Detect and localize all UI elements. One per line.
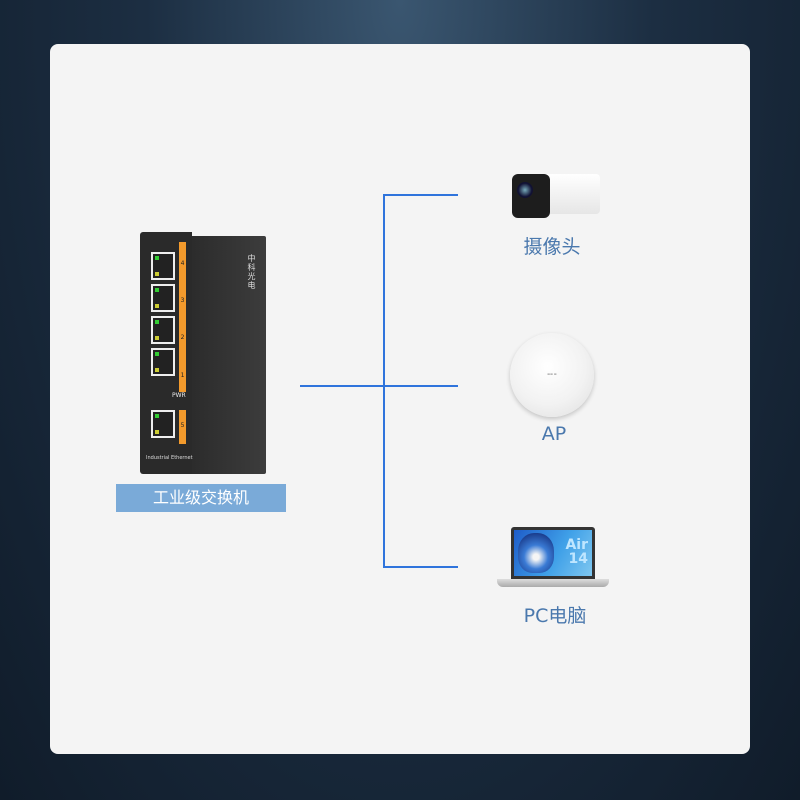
ethernet-port xyxy=(151,252,175,280)
connector-main xyxy=(300,385,384,387)
switch-brand-logo: 中科光电 xyxy=(247,254,256,290)
tiger-artwork xyxy=(518,533,554,573)
port-number: 4 xyxy=(180,260,185,267)
port-number-strip: 5 xyxy=(179,410,186,444)
switch-side xyxy=(188,236,266,474)
ethernet-port xyxy=(151,316,175,344)
switch-label: 工业级交换机 xyxy=(116,484,286,512)
pc-label: PC电脑 xyxy=(523,605,587,627)
port-number-strip: 4 3 2 1 xyxy=(179,242,186,392)
connector-pc xyxy=(383,566,458,568)
camera-label: 摄像头 xyxy=(523,236,581,258)
ethernet-port xyxy=(151,410,175,438)
port-number: 2 xyxy=(180,334,185,341)
switch-front: 4 3 2 1 PWR 5 Industrial Ethernet xyxy=(140,232,193,474)
port-number: 1 xyxy=(180,372,185,379)
port-number: 5 xyxy=(180,422,185,429)
connector-ap xyxy=(383,385,458,387)
ethernet-port xyxy=(151,348,175,376)
industrial-switch-image: 中科光电 4 3 2 1 PWR 5 Industrial Ethernet xyxy=(140,232,266,475)
connector-camera xyxy=(383,194,458,196)
ethernet-port xyxy=(151,284,175,312)
screen-text-air: Air xyxy=(565,537,588,553)
model-text: Industrial Ethernet xyxy=(146,455,193,461)
port-number: 3 xyxy=(180,297,185,304)
pwr-indicator: PWR xyxy=(172,392,186,399)
connector-trunk xyxy=(383,194,385,568)
ap-label: AP xyxy=(541,423,567,445)
screen-text-14: 14 xyxy=(568,551,588,567)
camera-icon xyxy=(502,170,602,220)
access-point-icon: ▬▬ ▬ xyxy=(510,333,594,417)
